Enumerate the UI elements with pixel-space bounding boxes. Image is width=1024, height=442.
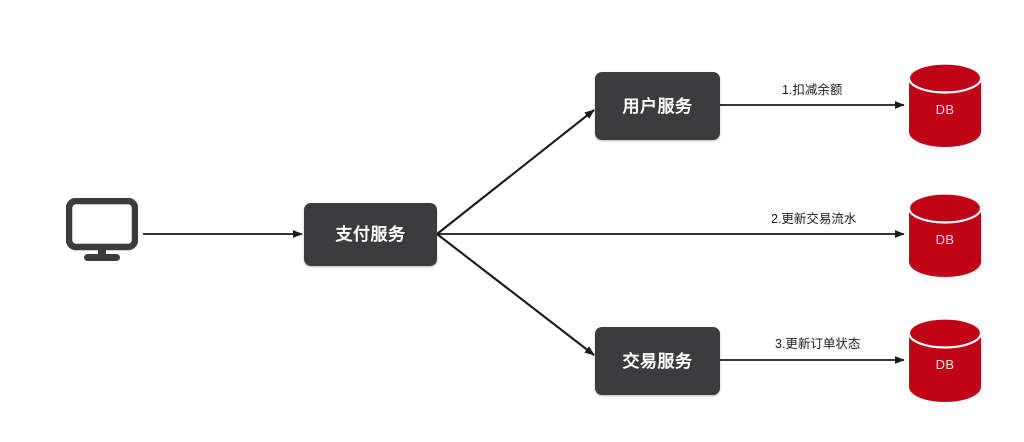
monitor-icon [65, 197, 139, 269]
node-transaction-service-label: 交易服务 [622, 351, 693, 371]
node-user-service[interactable]: 用户服务 [595, 72, 720, 140]
edge-payment-to-user [436, 109, 595, 235]
node-transaction-service[interactable]: 交易服务 [595, 327, 720, 395]
db-user[interactable]: DB [906, 62, 984, 153]
node-payment-service[interactable]: 支付服务 [304, 203, 437, 266]
node-user-service-label: 用户服务 [622, 96, 693, 116]
db-payment[interactable]: DB [906, 192, 984, 283]
edge-label-deduct-balance: 1.扣减余额 [782, 83, 843, 97]
node-payment-service-label: 支付服务 [335, 225, 406, 244]
edge-payment-to-transaction [436, 233, 595, 356]
edge-label-update-transaction-flow: 2.更新交易流水 [771, 212, 857, 226]
edge-label-update-order-status: 3.更新订单状态 [775, 337, 861, 351]
db-transaction[interactable]: DB [906, 317, 984, 408]
